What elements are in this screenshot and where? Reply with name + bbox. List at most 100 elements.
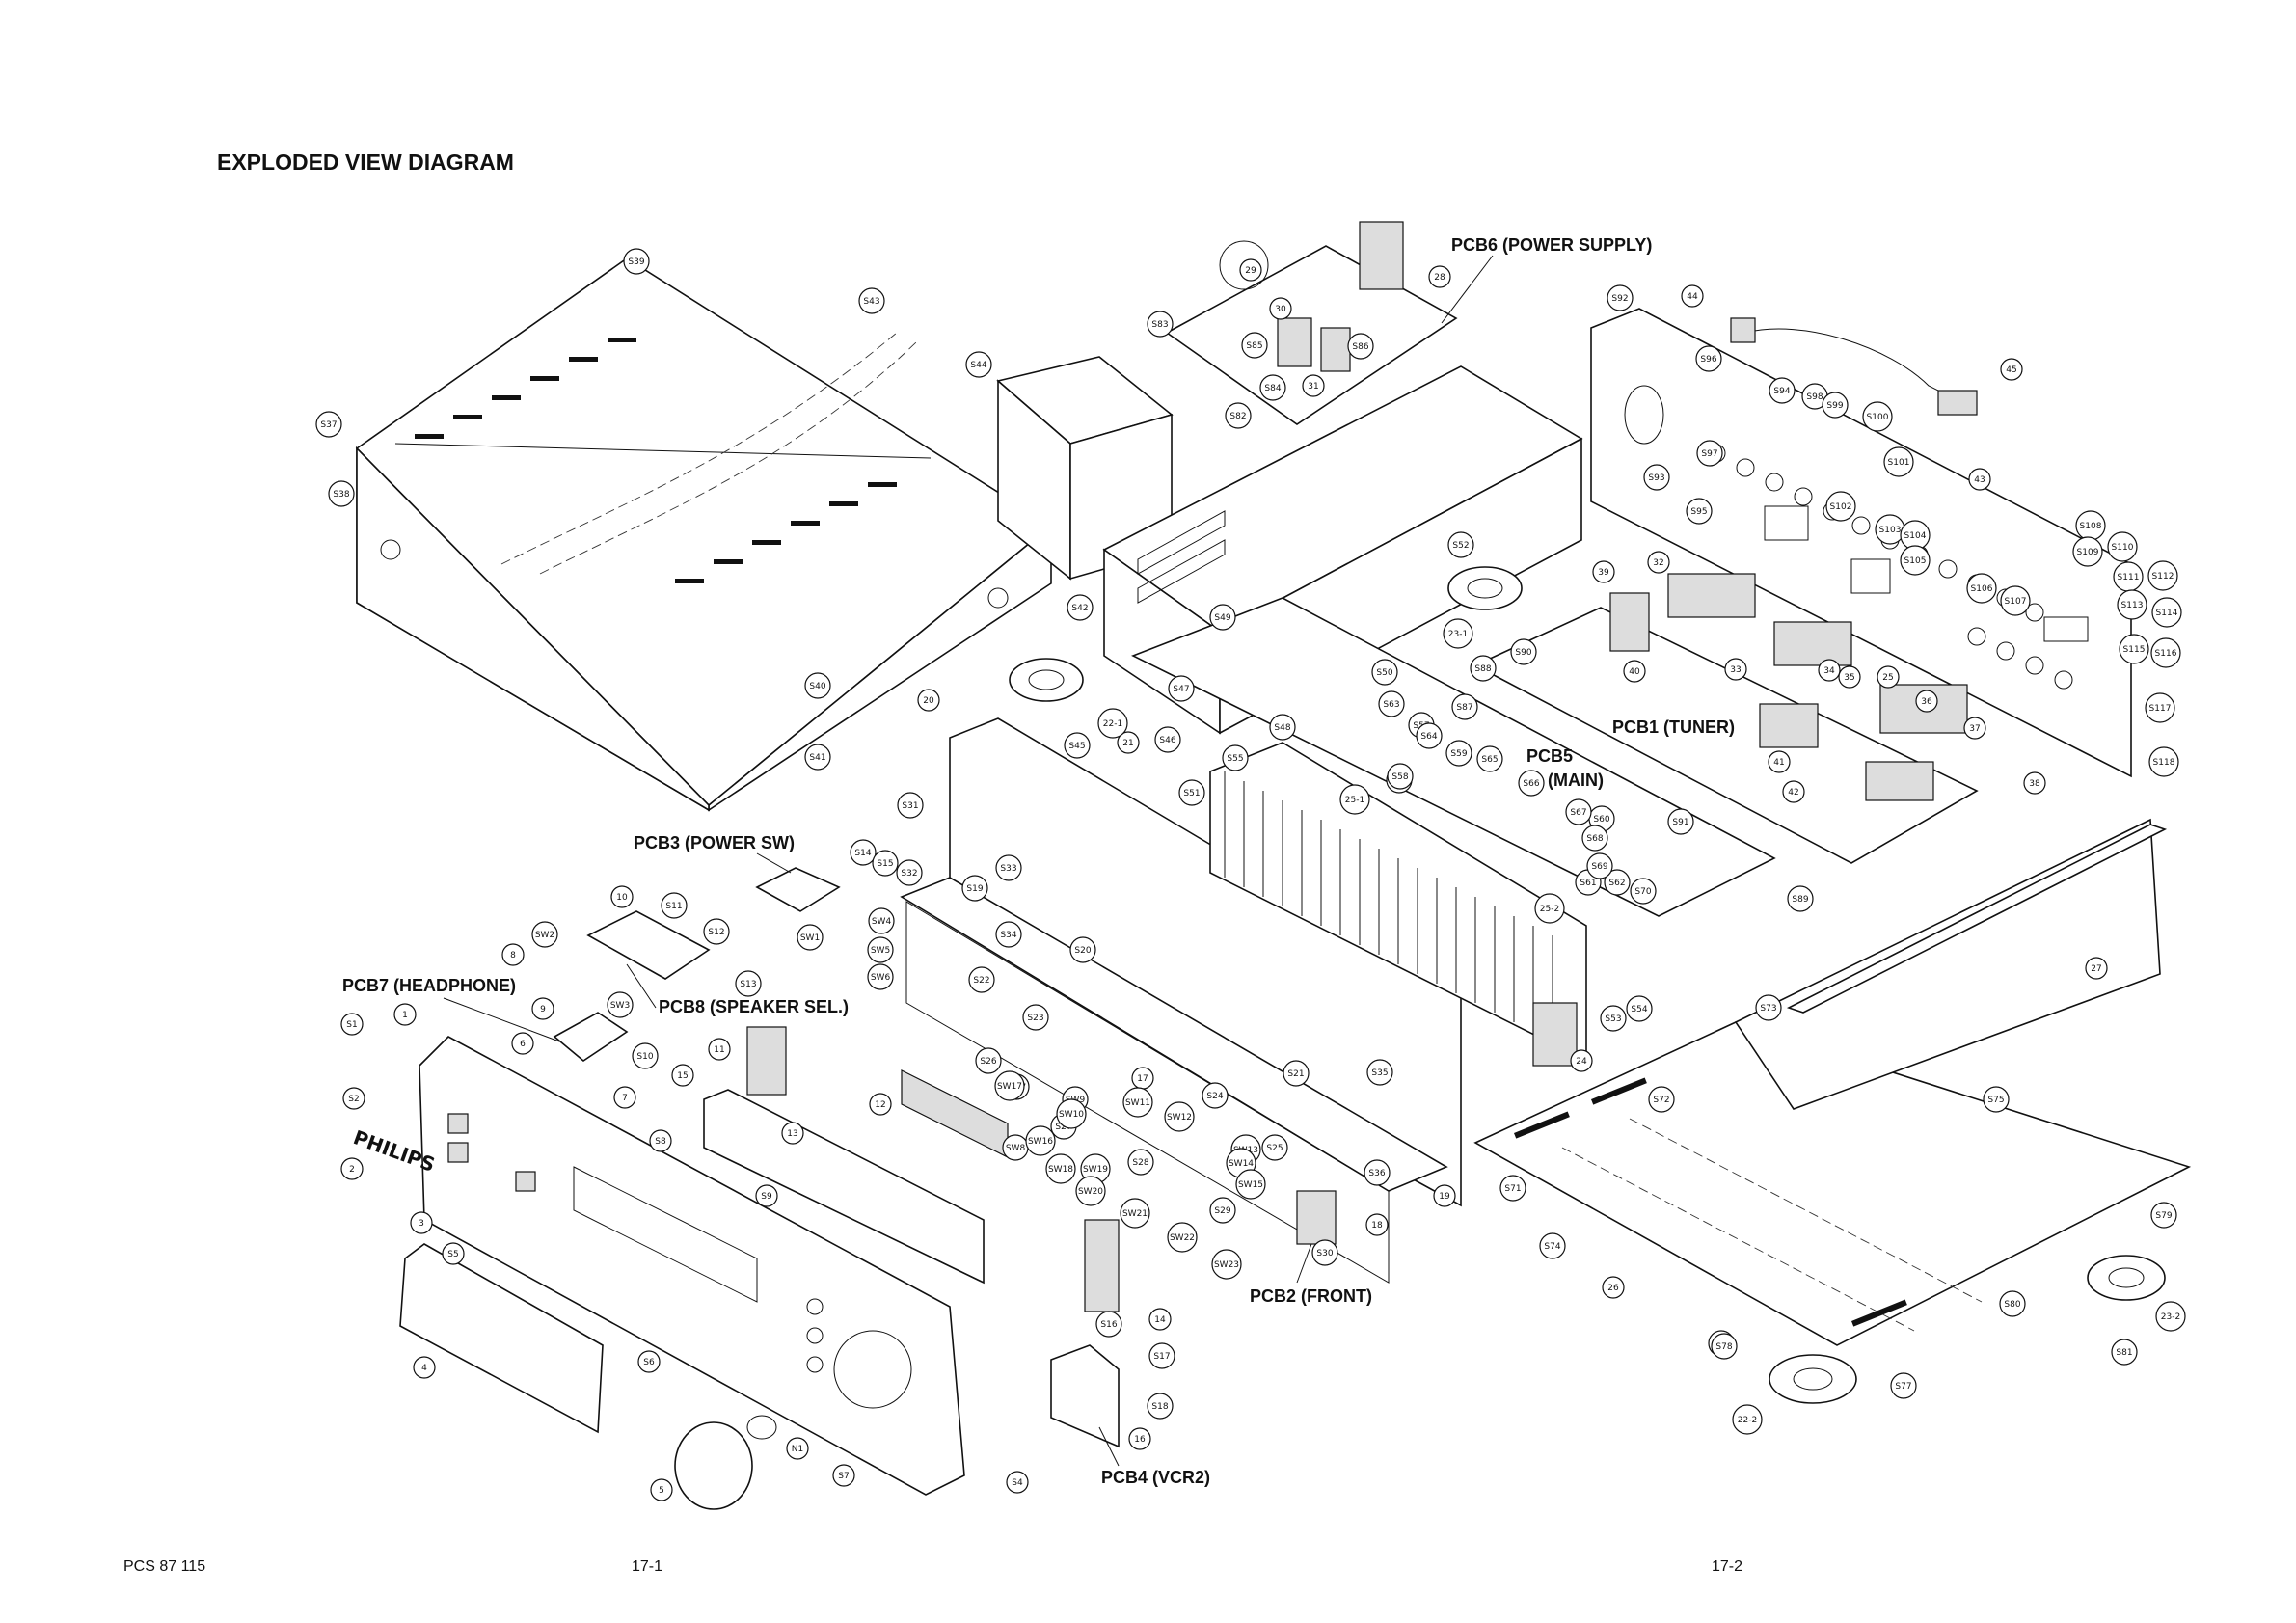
- callout-circle: [961, 875, 988, 902]
- callout-38: 38: [2023, 771, 2046, 795]
- callout-circle: [1630, 878, 1657, 905]
- callout-sw6: SW6: [867, 963, 894, 990]
- callout-circle: [1259, 374, 1286, 401]
- selector-switch-11: [746, 1026, 787, 1096]
- callout-label: S87: [1456, 703, 1472, 713]
- callout-s108: S108: [2075, 510, 2106, 541]
- callout-label: S107: [2005, 597, 2027, 607]
- callout-sw2: SW2: [531, 921, 558, 948]
- callout-41: 41: [1768, 750, 1791, 773]
- callout-sw17: SW17: [994, 1070, 1025, 1101]
- callout-label: S88: [1474, 664, 1491, 674]
- callout-label: 25-1: [1345, 796, 1364, 805]
- callout-circle: [1283, 1060, 1310, 1087]
- callout-label: S33: [1000, 864, 1016, 874]
- callout-label: S65: [1481, 755, 1498, 765]
- display-module: [901, 1069, 1009, 1158]
- callout-s35: S35: [1366, 1059, 1393, 1086]
- callout-6: 6: [511, 1032, 534, 1055]
- callout-37: 37: [1963, 717, 1986, 740]
- callout-s58: S58: [1387, 763, 1414, 790]
- callout-circle: [2155, 1301, 2186, 1332]
- callout-label: S90: [1515, 648, 1531, 658]
- callout-label: 11: [714, 1045, 724, 1055]
- volume-knob: [674, 1415, 777, 1510]
- callout-label: S74: [1544, 1242, 1560, 1252]
- callout-circle: [1261, 1134, 1288, 1161]
- callout-label: S71: [1504, 1184, 1521, 1194]
- callout-label: 32: [1653, 558, 1663, 568]
- callout-label: S43: [863, 297, 879, 307]
- callout-circle: [1154, 726, 1181, 753]
- foot-23-2: [2087, 1255, 2166, 1301]
- callout-s62: S62: [1604, 869, 1631, 896]
- callout-s86: S86: [1347, 333, 1374, 360]
- callout-label: 9: [540, 1005, 546, 1014]
- callout-circle: [1447, 531, 1474, 558]
- callout-circle: [1364, 1159, 1391, 1186]
- callout-circle: [1147, 311, 1174, 338]
- callout-11: 11: [708, 1038, 731, 1061]
- callout-label: S113: [2121, 601, 2144, 610]
- callout-label: 38: [2029, 779, 2040, 789]
- callout-circle: [1371, 659, 1398, 686]
- callout-label: S14: [854, 849, 871, 858]
- callout-circle: [2148, 746, 2179, 777]
- callout-circle: [1164, 1101, 1195, 1132]
- callout-label: SW17: [997, 1082, 1022, 1092]
- callout-s110: S110: [2107, 531, 2138, 562]
- callout-s88: S88: [1470, 655, 1497, 682]
- callout-label: S52: [1452, 541, 1469, 551]
- callout-circle: [340, 1157, 364, 1180]
- callout-2: 2: [340, 1157, 364, 1180]
- callout-label: S109: [2077, 548, 2099, 557]
- callout-circle: [2072, 536, 2103, 567]
- callout-40: 40: [1623, 660, 1646, 683]
- callout-label: S53: [1605, 1014, 1621, 1024]
- callout-circle: [995, 921, 1022, 948]
- callout-label: S38: [333, 490, 349, 500]
- callout-label: S95: [1690, 507, 1707, 517]
- callout-label: S50: [1376, 668, 1392, 678]
- connector-18: [1296, 1190, 1337, 1245]
- callout-label: S96: [1700, 355, 1716, 365]
- pcb4-vcr2-board: [1050, 1344, 1120, 1448]
- callout-15: 15: [671, 1064, 694, 1087]
- callout-circle: [850, 839, 877, 866]
- callout-s23: S23: [1022, 1004, 1049, 1031]
- pcb1-label: PCB1 (TUNER): [1612, 717, 1735, 737]
- callout-circle: [607, 991, 634, 1018]
- callout-label: 16: [1134, 1435, 1146, 1445]
- callout-s83: S83: [1147, 311, 1174, 338]
- callout-label: SW10: [1059, 1110, 1084, 1120]
- callout-s22: S22: [968, 966, 995, 993]
- callout-s77: S77: [1890, 1372, 1917, 1399]
- front-door: [399, 1243, 604, 1434]
- callout-s45: S45: [1064, 732, 1091, 759]
- callout-sw20: SW20: [1075, 1176, 1106, 1206]
- callout-5: 5: [650, 1478, 673, 1501]
- callout-24: 24: [1570, 1049, 1593, 1072]
- callout-circle: [1787, 885, 1814, 912]
- callout-circle: [2147, 560, 2178, 591]
- callout-s38: S38: [328, 480, 355, 507]
- callout-label: S4: [1012, 1478, 1023, 1488]
- callout-circle: [1387, 763, 1414, 790]
- callout-label: S114: [2156, 609, 2178, 618]
- pcb7-headphone-board: [553, 1012, 629, 1062]
- callout-circle: [1069, 936, 1096, 963]
- callout-s47: S47: [1168, 675, 1195, 702]
- callout-label: S89: [1792, 895, 1808, 905]
- front-chassis-frame: [900, 717, 1462, 1284]
- transformer: [996, 356, 1174, 581]
- callout-label: SW22: [1170, 1233, 1195, 1243]
- callout-label: S25: [1266, 1144, 1283, 1153]
- callout-label: 4: [421, 1364, 427, 1373]
- callout-circle: [1686, 498, 1713, 525]
- callout-25-2: 25-2: [1534, 893, 1565, 924]
- callout-label: 43: [1974, 475, 1985, 485]
- callout-label: S6: [643, 1358, 655, 1367]
- callout-label: 22-1: [1103, 719, 1122, 729]
- callout-label: S46: [1159, 736, 1175, 745]
- callout-circle: [1769, 377, 1796, 404]
